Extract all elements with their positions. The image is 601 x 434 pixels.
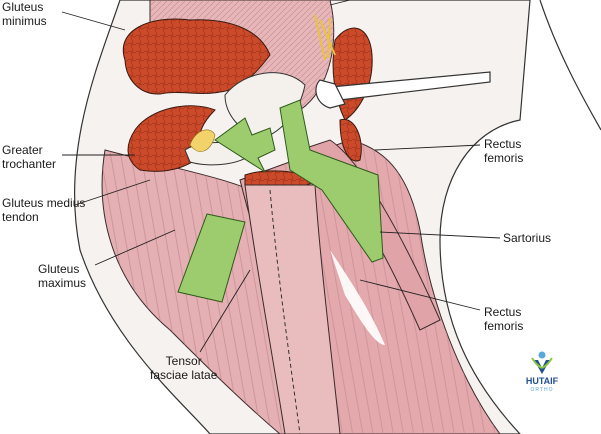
green-arrow-left	[214, 117, 276, 174]
logo-figure-icon	[531, 351, 553, 374]
tensor-fasciae-latae-dashes	[269, 189, 301, 434]
gluteus-minimus-cut	[122, 18, 271, 95]
logo-subtitle: ORTHO	[530, 387, 554, 393]
rectus-femoris-tendon	[330, 250, 385, 345]
label-tensor-fasciae-latae: Tensor fasciae latae	[150, 354, 218, 382]
tensor-fasciae-latae-muscle	[244, 184, 341, 434]
label-gluteus-maximus: Gluteus maximus	[38, 262, 87, 290]
logo-name: HUTAIF	[525, 376, 559, 386]
green-arrow-right	[279, 99, 384, 263]
label-gluteus-minimus: Gluteus minimus	[2, 0, 47, 28]
yellow-fat	[189, 129, 216, 152]
mid-red-muscle	[339, 118, 362, 162]
green-box-lower	[177, 213, 246, 303]
nerve-bundle	[314, 14, 336, 61]
leader-lines	[61, 0, 501, 353]
label-rectus-femoris-upper: Rectus femoris	[484, 137, 524, 165]
hutaif-ortho-logo: HUTAIF ORTHO	[520, 350, 564, 396]
right-edge-outline	[539, 0, 601, 131]
label-gluteus-medius-tendon: Gluteus medius tendon	[2, 196, 86, 224]
label-greater-trochanter: Greater trochanter	[2, 143, 57, 171]
retractor-tip	[315, 79, 346, 109]
label-rectus-femoris-lower: Rectus femoris	[484, 305, 524, 333]
label-sartorius: Sartorius	[503, 231, 552, 245]
